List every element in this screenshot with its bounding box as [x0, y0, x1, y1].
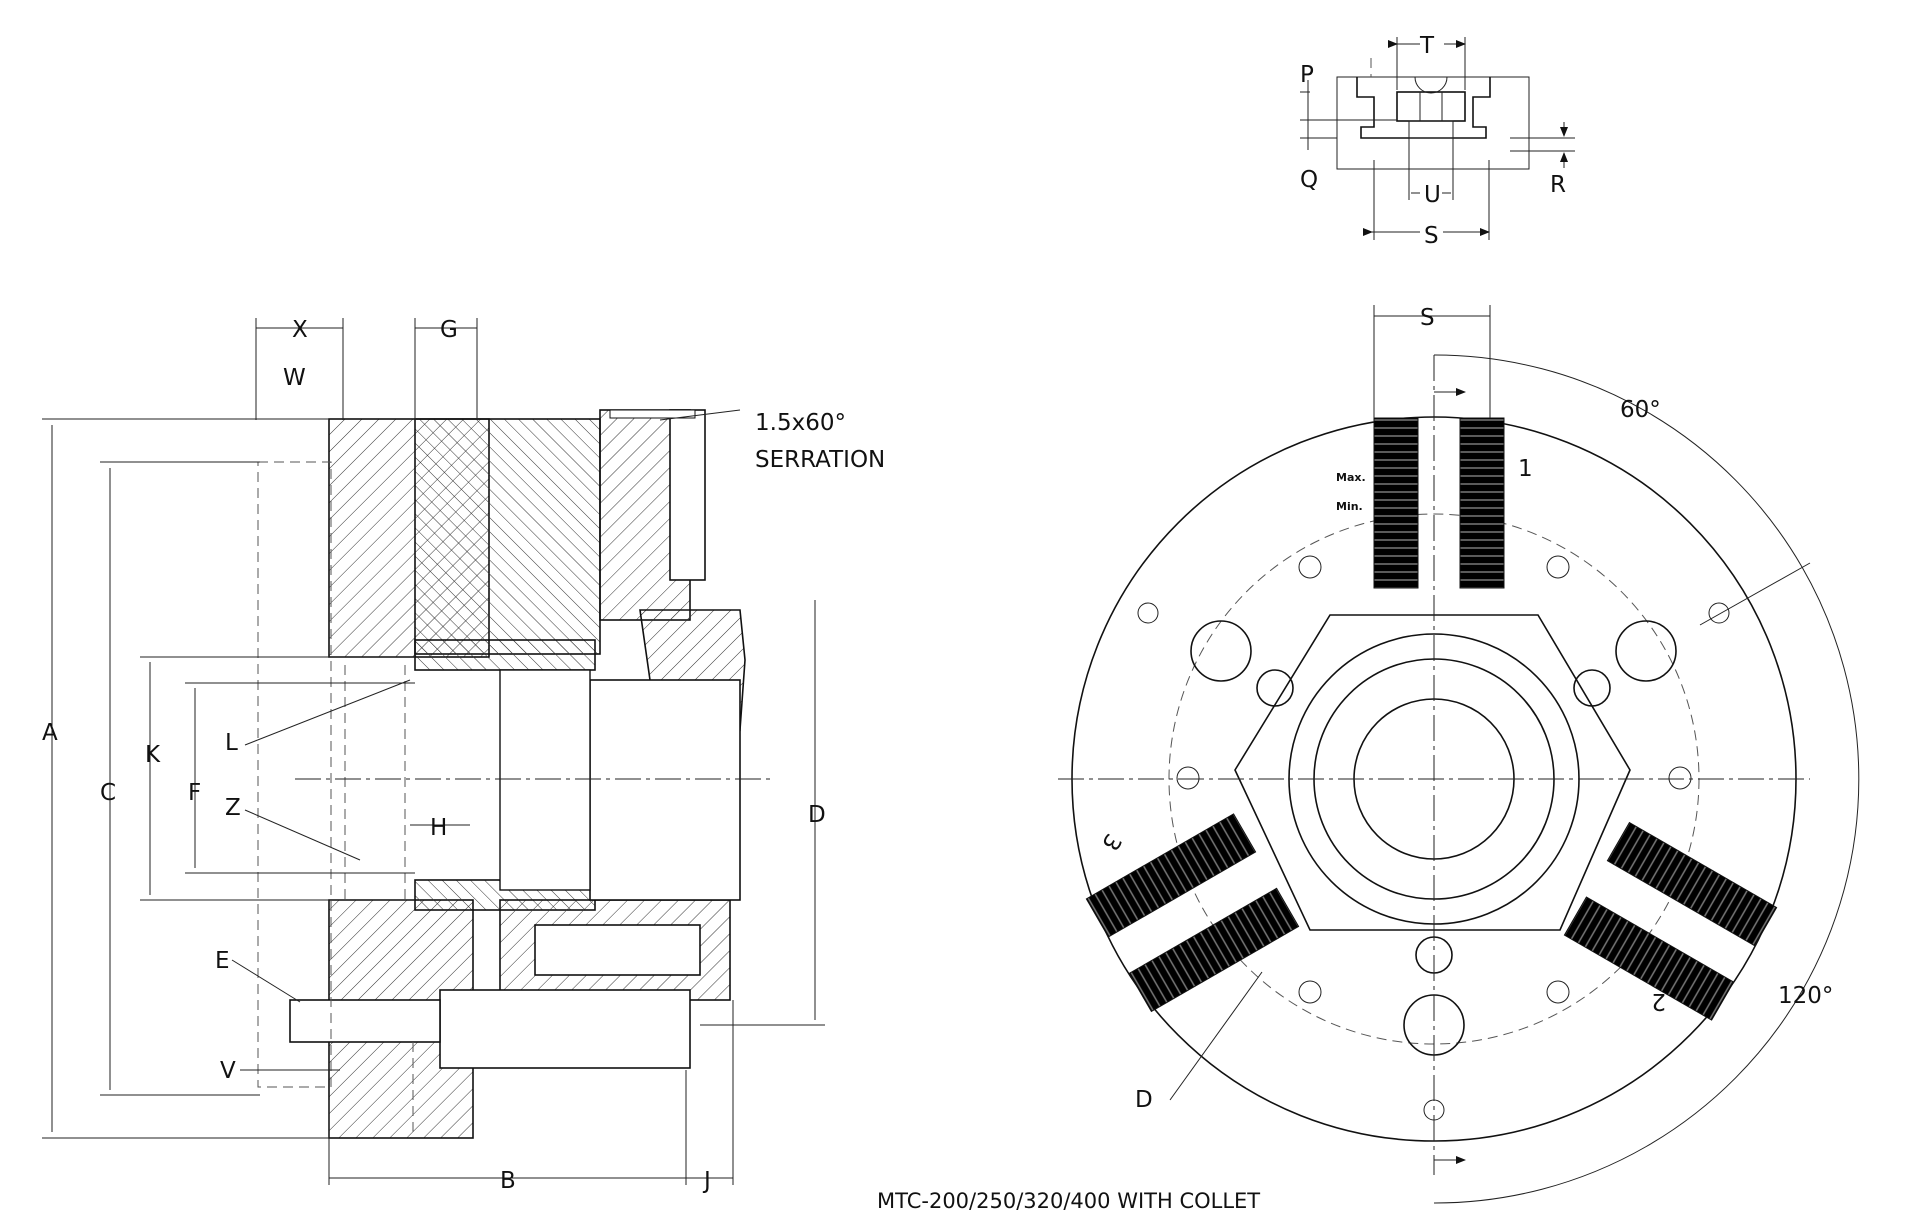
label-g: G	[440, 317, 458, 343]
label-d-section: D	[808, 802, 826, 828]
label-e: E	[215, 948, 230, 974]
angle-120: 120°	[1778, 983, 1833, 1009]
drawing-title: MTC-200/250/320/400 WITH COLLET	[877, 1189, 1260, 1213]
label-s-front: S	[1420, 305, 1435, 331]
serration-note-line1: 1.5x60°	[755, 410, 846, 436]
label-j: J	[702, 1168, 711, 1194]
label-v: V	[220, 1058, 236, 1084]
label-d-front: D	[1135, 1087, 1153, 1113]
jaw-number-2: 2	[1651, 988, 1666, 1014]
label-c: C	[100, 780, 116, 806]
jaw-detail-view: T P Q R U S	[1300, 33, 1575, 249]
label-f: F	[188, 780, 201, 806]
angle-60: 60°	[1620, 397, 1661, 423]
label-x: X	[292, 317, 308, 343]
label-z: Z	[225, 795, 241, 821]
jaw-number-3: 3	[1096, 829, 1126, 855]
jaw-mark-max: Max.	[1336, 471, 1366, 484]
label-b: B	[500, 1168, 516, 1194]
label-p: P	[1300, 62, 1314, 88]
label-u: U	[1424, 182, 1441, 208]
front-view: S 60° 120° D 1 2 3 Max. Min.	[1058, 305, 1860, 1204]
section-view: A C K F L Z H E V X W G D B J 1.5x60° SE…	[42, 317, 885, 1194]
label-r: R	[1550, 172, 1566, 198]
label-s-detail: S	[1424, 223, 1439, 249]
label-k: K	[145, 742, 161, 768]
label-a: A	[42, 720, 58, 746]
label-w: W	[283, 365, 306, 391]
label-h: H	[430, 815, 447, 841]
jaw-mark-min: Min.	[1336, 500, 1363, 513]
label-q: Q	[1300, 167, 1318, 193]
label-t: T	[1419, 33, 1435, 59]
jaw-number-1: 1	[1518, 456, 1533, 482]
serration-note-line2: SERRATION	[755, 447, 885, 473]
label-l: L	[225, 730, 238, 756]
